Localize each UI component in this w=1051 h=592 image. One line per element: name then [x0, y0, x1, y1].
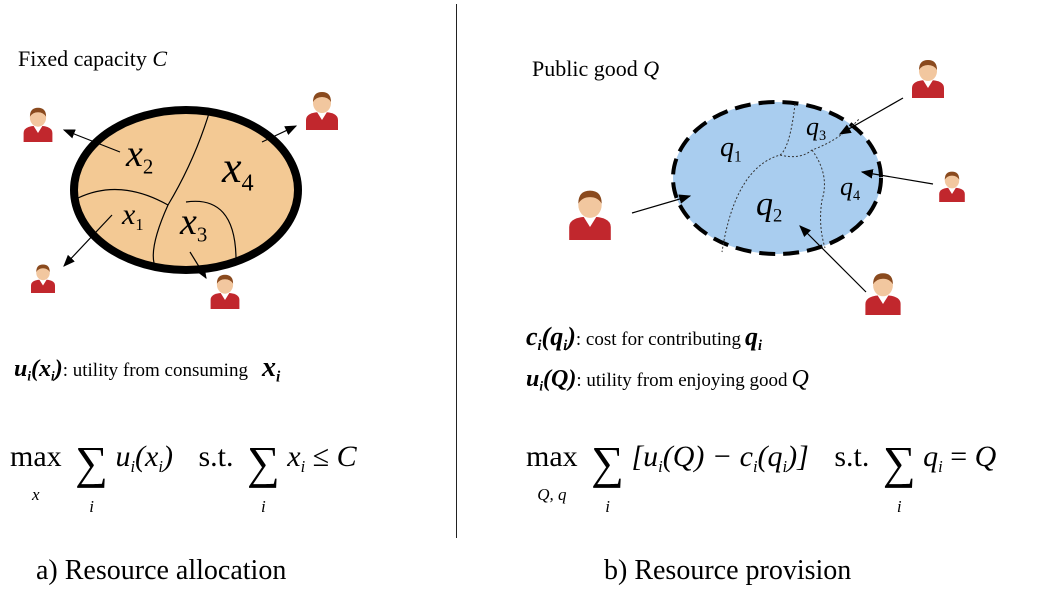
st-b: s.t.	[834, 440, 870, 473]
utility-text-b: : utility from enjoying good	[576, 370, 788, 391]
sum-a2: ∑i	[246, 437, 280, 517]
arrow-x2	[62, 129, 121, 153]
st-a: s.t.	[198, 440, 234, 473]
arrow-to-q2	[799, 225, 867, 293]
person-icon	[912, 60, 944, 98]
utility-good-var: Q	[791, 366, 809, 392]
cost-definition-b: ci(qi): cost for contributing qi	[526, 322, 763, 354]
region-x2: x2	[126, 133, 154, 179]
arrow-to-q3	[838, 97, 904, 135]
resource-pool	[70, 106, 302, 274]
rhs-a: C	[336, 440, 357, 473]
public-good-var: Q	[643, 56, 660, 81]
public-good-title-text: Public good	[532, 56, 644, 81]
cost-text-b: : cost for contributing	[575, 329, 742, 350]
arrow-x4	[261, 125, 298, 143]
person-icon	[939, 171, 965, 202]
capacity-var: C	[152, 46, 168, 71]
region-q3: q3	[806, 112, 827, 144]
arrow-x1	[63, 214, 113, 267]
utility-definition-b: ui(Q): utility from enjoying good Q	[526, 366, 809, 394]
person-icon	[306, 92, 338, 130]
arrow-to-q1	[631, 194, 692, 214]
person-icon	[865, 273, 901, 315]
public-good-pool	[671, 100, 883, 256]
panel-divider	[456, 4, 457, 538]
region-x1: x1	[122, 198, 144, 234]
person-icon	[210, 274, 240, 309]
region-x3: x3	[180, 201, 208, 247]
arrow-to-q4	[860, 169, 934, 185]
utility-text-a: : utility from consuming	[62, 360, 248, 381]
sum-a: ∑i	[75, 437, 108, 517]
person-icon	[23, 107, 53, 142]
utility-definition-a: ui(xi): utility from consuming xi	[14, 352, 281, 386]
arrow-x3	[189, 251, 207, 280]
sum-b2: ∑i	[882, 437, 916, 517]
rhs-b: Q	[974, 440, 997, 473]
public-good-title: Public good Q	[532, 56, 659, 82]
person-icon	[31, 264, 55, 293]
capacity-title: Fixed capacity C	[18, 46, 167, 72]
region-q4: q4	[840, 172, 861, 204]
person-icon	[569, 190, 611, 240]
caption-b: b) Resource provision	[604, 555, 852, 586]
sum-b: ∑i	[591, 437, 624, 517]
caption-a: a) Resource allocation	[36, 555, 287, 586]
capacity-title-text: Fixed capacity	[18, 46, 153, 71]
region-x4: x4	[222, 143, 254, 197]
region-q1: q1	[720, 132, 742, 166]
region-q2: q2	[756, 186, 783, 227]
